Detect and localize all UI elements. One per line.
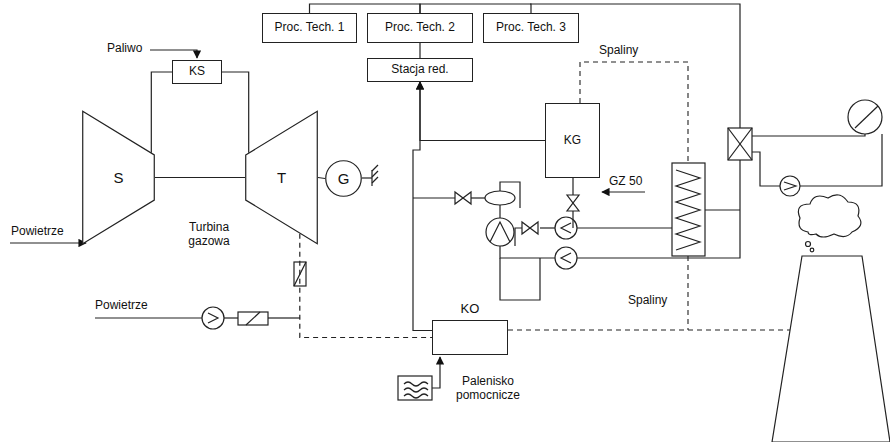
pipe-connector [420,82,545,141]
unit-label: Turbina gazowa [176,220,242,249]
flue-gas-label: Spaliny [627,293,668,307]
node-text: Proc. Tech. 1 [275,21,345,35]
node-text: G [338,170,350,187]
node-text: KS [189,65,205,79]
burner-label: Palenisko pomocnicze [447,374,529,403]
pipe-connector [222,72,249,153]
reducing-station-box: Stacja red. [367,58,473,82]
flue-gas-label: Spaliny [598,43,639,57]
node-text: T [277,169,286,186]
pipe-connector [413,82,432,331]
compressor-symbol: S [82,110,155,245]
node-text: Proc. Tech. 3 [496,21,566,35]
combustion-chamber-box: KS [172,60,222,84]
gas-boiler-box: KG [545,103,600,178]
node-text: S [113,169,123,186]
pipe-connector [310,4,421,13]
generator-symbol: G [325,160,362,197]
process-box: Proc. Tech. 2 [367,13,473,43]
air-label: Powietrze [94,298,149,312]
pipe-connector [318,178,325,179]
turbine-symbol: T [245,110,318,245]
pipe-connector [155,177,245,178]
node-text: KO [433,302,507,317]
process-box: Proc. Tech. 3 [483,13,579,43]
fuel-label: Paliwo [106,41,143,55]
recovery-boiler-box: KO [432,320,508,355]
node-text: KG [564,134,581,148]
pipe-connector [151,72,172,153]
fuel-label: GZ 50 [608,174,643,188]
flue-gas-duct [300,234,432,338]
air-label: Powietrze [10,224,65,238]
node-text: Proc. Tech. 2 [385,21,455,35]
node-text: Stacja red. [391,63,448,77]
process-box: Proc. Tech. 1 [262,13,357,43]
pipe-connector [419,43,420,58]
pipe-connector [420,4,531,13]
